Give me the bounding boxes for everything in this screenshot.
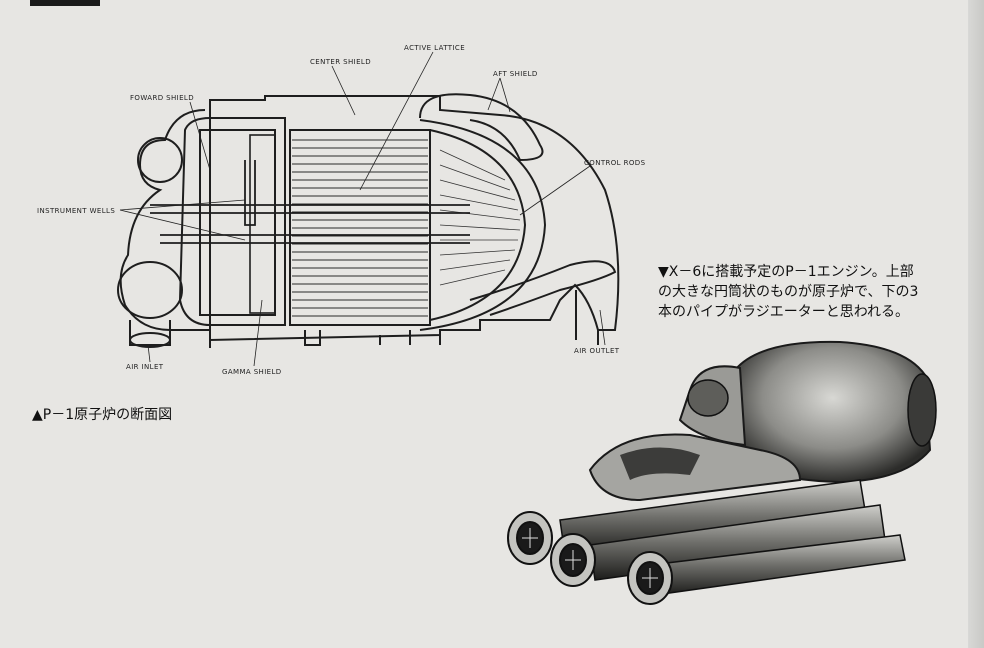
label-air-outlet: AIR OUTLET <box>574 347 620 355</box>
caption-line: ▼X－6に搭載予定のP－1エンジン。上部 <box>658 264 914 280</box>
label-aft-shield: AFT SHIELD <box>493 70 538 78</box>
label-foward-shield: FOWARD SHIELD <box>130 94 195 102</box>
caption-line: の大きな円筒状のものが原子炉で、下の3 <box>658 284 919 300</box>
label-control-rods: CONTROL RODS <box>584 159 646 167</box>
label-center-shield: CENTER SHIELD <box>310 58 372 66</box>
label-gamma-shield: GAMMA SHIELD <box>222 368 282 376</box>
caption-line: 本のパイプがラジエーターと思われる。 <box>658 304 910 320</box>
label-air-inlet: AIR INLET <box>126 363 164 371</box>
engine-photo-caption: ▼X－6に搭載予定のP－1エンジン。上部 の大きな円筒状のものが原子炉で、下の3… <box>658 262 954 322</box>
label-active-lattice: ACTIVE LATTICE <box>404 44 466 52</box>
label-instrument-wells: INSTRUMENT WELLS <box>37 207 116 215</box>
page-edge <box>968 0 984 648</box>
header-bar <box>30 0 100 6</box>
diagram-caption: ▲P－1原子炉の断面図 <box>32 407 173 423</box>
